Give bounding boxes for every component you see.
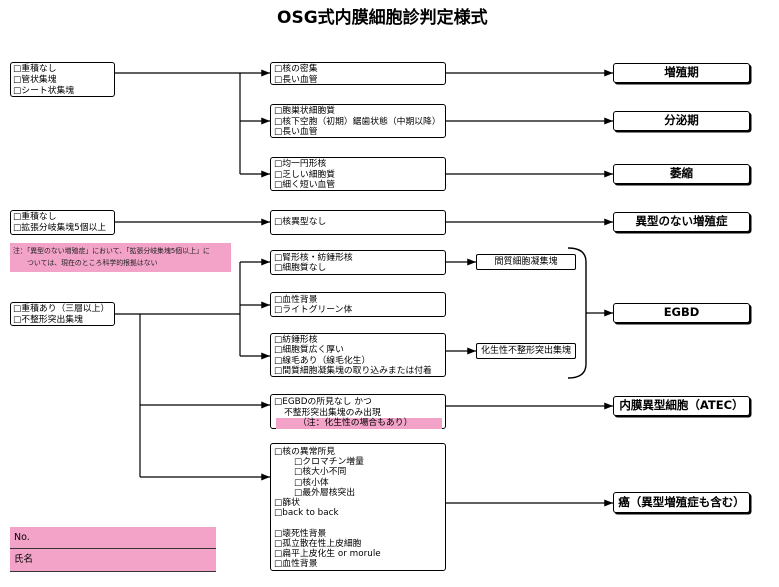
outcome-hyperplasia-without-atypia: 異型のない増殖症 — [613, 212, 750, 232]
malignant-findings-box: □核の異常所見 □クロマチン増量 □核大小不同 □核小体 □最外層核突出 □篩状… — [270, 443, 446, 571]
finding-item: □細く短い血管 — [274, 180, 336, 190]
metaplastic-findings-box: □紡錘形核 □細胞質広く厚い □線毛あり（線毛化生） □間質細胞凝集塊の取り込み… — [270, 333, 446, 377]
finding-item: □ライトグリーン体 — [274, 305, 353, 315]
finding-item: □核下空胞（初期）鋸歯状態（中期以降） — [274, 116, 441, 127]
stromal-cluster-label: 間質細胞凝集塊 — [476, 254, 576, 270]
finding-subitem: □最外層核突出 — [294, 487, 356, 498]
finding-item: □核異型なし — [274, 217, 327, 227]
atec-findings-box: □EGBDの所見なし かつ 不整形突出集塊のみ出現 （注：化生性の場合もあり） — [270, 394, 446, 429]
finding-item: □核の異常所見 — [274, 447, 336, 457]
finding-item: □均一円形核 — [274, 159, 327, 169]
criterion-item: □シート状集塊 — [13, 86, 75, 96]
finding-item: □EGBDの所見なし かつ — [274, 397, 372, 407]
branching-note: 注：「異型のない増殖症」において、「拡張分岐集塊5個以上」に ついては、現在のと… — [10, 243, 231, 272]
metaplastic-cluster-label: 化生性不整形突出集塊 — [476, 343, 576, 359]
page-title: OSG式内膜細胞診判定様式 — [277, 8, 488, 28]
finding-subitem: □核大小不同 — [294, 467, 347, 478]
no-atypia-findings-box: □核異型なし — [270, 210, 446, 235]
outcome-cancer: 癌（異型増殖症も含む） — [613, 492, 750, 513]
finding-subitem: □クロマチン増量 — [294, 457, 364, 468]
criteria-branching-box: □重積なし □拡張分岐集塊5個以上 — [10, 210, 115, 235]
criteria-no-stratification-box: □重積なし □管状集塊 □シート状集塊 — [10, 62, 115, 97]
finding-item: □篩状 — [274, 498, 300, 509]
secretory-findings-box: □胞巣状細胞質 □核下空胞（初期）鋸歯状態（中期以降） □長い血管 — [270, 104, 446, 138]
finding-item: □間質細胞凝集塊の取り込みまたは付着 — [274, 365, 432, 376]
outcome-atrophic: 萎縮 — [613, 164, 750, 184]
stromal-findings-box: □腎形核・紡錘形核 □細胞質なし — [270, 250, 446, 275]
criterion-item: □不整形突出集塊 — [13, 315, 83, 325]
finding-item: 不整形突出集塊のみ出現 — [284, 407, 381, 418]
note-line: 注：「異型のない増殖症」において、「拡張分岐集塊5個以上」に — [13, 247, 210, 255]
criterion-item: □管状集塊 — [13, 75, 57, 85]
finding-item: □線毛あり（線毛化生） — [274, 355, 371, 366]
finding-item: □長い血管 — [274, 127, 318, 137]
patient-name-field: 氏名 — [10, 549, 216, 572]
outcome-secretory: 分泌期 — [613, 111, 750, 131]
finding-item: □血性背景 — [274, 559, 318, 570]
atrophic-findings-box: □均一円形核 □乏しい細胞質 □細く短い血管 — [270, 157, 446, 191]
outcome-atec: 内膜異型細胞（ATEC） — [613, 396, 750, 416]
outcome-proliferative: 増殖期 — [613, 63, 750, 83]
criterion-item: □重積なし — [13, 212, 57, 222]
case-number-field: No. — [10, 527, 216, 549]
finding-item: □乏しい細胞質 — [274, 169, 336, 180]
finding-item: □核の密集 — [274, 64, 318, 74]
finding-subitem: □核小体 — [294, 477, 329, 488]
criterion-item: □拡張分岐集塊5個以上 — [13, 223, 107, 233]
outcome-egbd: EGBD — [613, 303, 750, 323]
note-line: ついては、現在のところ科学的根拠はない — [27, 258, 158, 267]
finding-item: □壊死性背景 — [274, 528, 327, 539]
finding-item: □胞巣状細胞質 — [274, 106, 336, 116]
finding-item: □扁平上皮化生 or morule — [274, 549, 381, 560]
finding-item: □細胞質なし — [274, 263, 327, 273]
finding-item: □紡錘形核 — [274, 335, 318, 345]
finding-item: □細胞質広く厚い — [274, 345, 344, 356]
criteria-stratification-box: □重積あり（三層以上） □不整形突出集塊 — [10, 302, 115, 326]
finding-item: □血性背景 — [274, 294, 318, 305]
finding-item: □back to back — [274, 508, 339, 519]
finding-item: □腎形核・紡錘形核 — [274, 252, 353, 263]
finding-item: □長い血管 — [274, 74, 318, 85]
finding-item: □孤立散在性上皮細胞 — [274, 538, 362, 549]
proliferative-findings-box: □核の密集 □長い血管 — [270, 62, 446, 85]
criterion-item: □重積あり（三層以上） — [13, 304, 110, 314]
atec-metaplasia-note: （注：化生性の場合もあり） — [276, 418, 442, 429]
bloody-findings-box: □血性背景 □ライトグリーン体 — [270, 292, 446, 317]
criterion-item: □重積なし — [13, 64, 57, 74]
